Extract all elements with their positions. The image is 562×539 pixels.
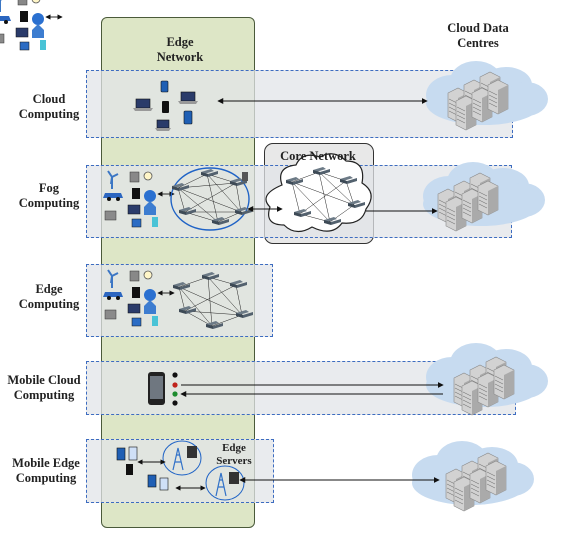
edge-server-icon [229, 472, 239, 484]
router-icon [202, 272, 219, 280]
router-icon [179, 207, 196, 215]
device-icon [17, 0, 28, 6]
smartphone-icon [183, 110, 193, 125]
tv-icon [19, 41, 30, 51]
car-icon [0, 16, 11, 21]
smartphone-icon [116, 447, 126, 461]
wind-turbine-icon [0, 0, 3, 12]
signal-dot [172, 391, 178, 397]
laptop-icon [155, 119, 171, 131]
edge-server-zone [162, 440, 202, 476]
smartphone-icon [160, 80, 169, 93]
monitor-icon [15, 27, 29, 38]
cell-tower-icon [172, 447, 227, 497]
smartphone-icon [126, 464, 133, 475]
smartphone-icon [20, 11, 28, 22]
edge-server-zone [205, 465, 245, 501]
smartphone-icon [40, 40, 46, 50]
signal-dot [172, 372, 178, 378]
edge-server-icon [187, 446, 197, 458]
signal-dot [172, 400, 178, 406]
fog-mesh-network [170, 167, 250, 231]
house-icon [32, 24, 44, 38]
smartphone-icon [162, 101, 169, 113]
antenna-icon [242, 172, 248, 181]
core-network-cloud [265, 153, 372, 233]
smartphone-icon [147, 474, 157, 488]
smartphone-icon [159, 477, 169, 491]
edge-computing-band [86, 264, 273, 337]
laptop-icon [133, 98, 153, 111]
smartphone-icon [148, 372, 165, 405]
iot-devices [0, 0, 63, 51]
lightbulb-icon [31, 0, 41, 4]
appliance-icon [0, 33, 5, 44]
signal-dot [172, 382, 178, 388]
laptop-icon [178, 91, 198, 104]
satellite-dish-icon [32, 13, 44, 25]
core-network-label: Core Network [280, 149, 356, 163]
smartphone-icon [128, 446, 138, 461]
